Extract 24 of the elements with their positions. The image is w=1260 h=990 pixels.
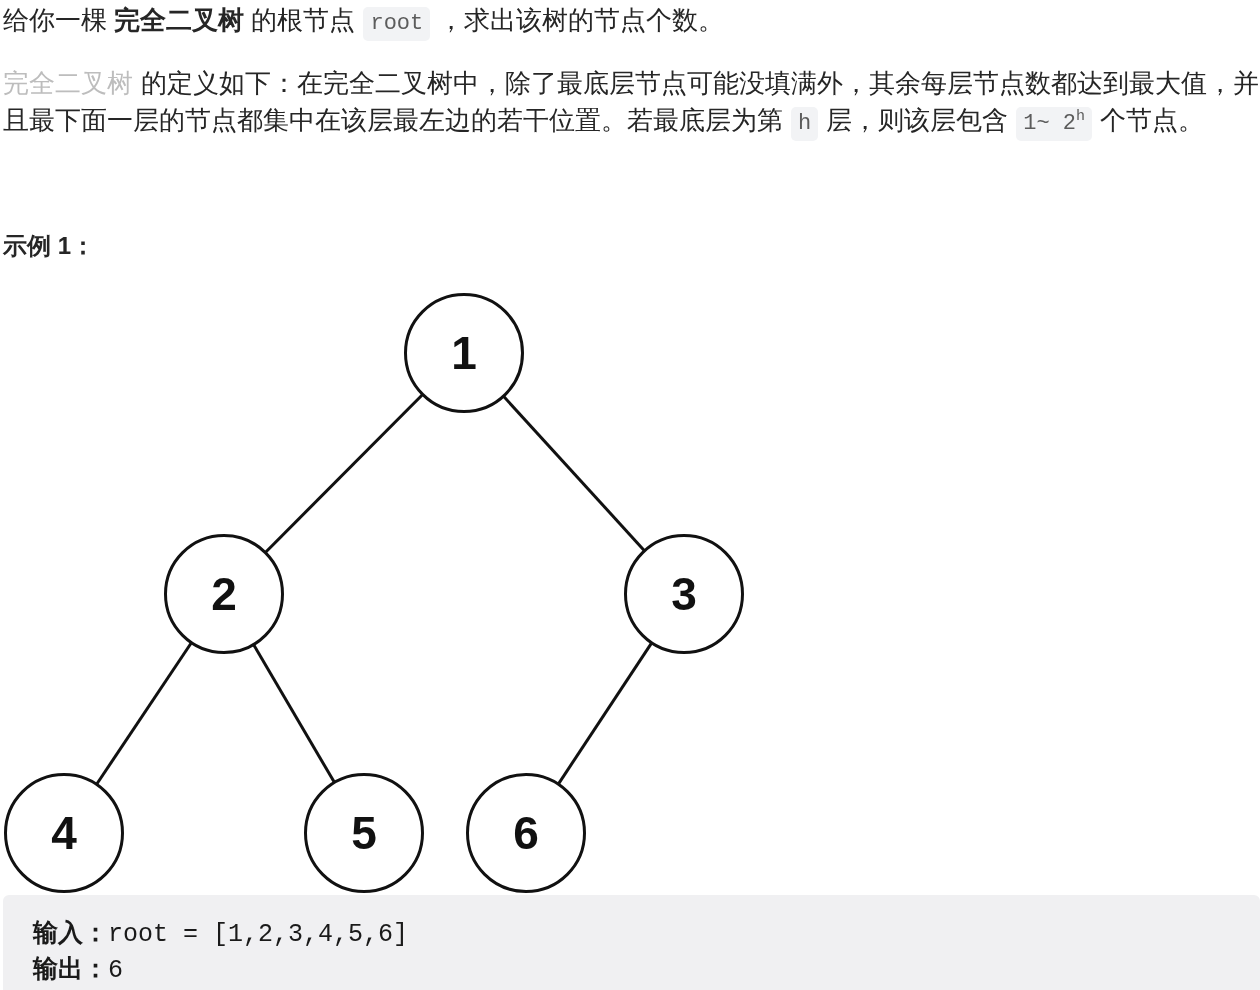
definition-text: 的定义如下：在完全二叉树中，除了最底层节点可能没填满外，其余每层节点数都达到最大值，并	[141, 68, 1259, 98]
question-text: 给你一棵 完全二叉树 的根节点	[3, 5, 356, 35]
definition-link: 完全二叉树	[3, 68, 133, 98]
tree-node: 3	[624, 534, 744, 654]
tree-edge	[95, 642, 193, 785]
tree-edge	[252, 644, 336, 783]
tree-edge	[502, 395, 646, 552]
inline-code: root	[363, 7, 431, 41]
inline-code: h	[791, 107, 819, 141]
tree-node: 5	[304, 773, 424, 893]
definition-text: 层，则该层包含	[826, 105, 1009, 135]
definition-text: 且最下面一层的节点都集中在该层最左边的若干位置。若最底层为第	[3, 105, 783, 135]
tree-edge	[264, 393, 424, 554]
inline-code: 1~ 2$^{h}$	[1016, 107, 1093, 141]
example-input-text: 输入：root = [1,2,3,4,5,6]	[33, 919, 409, 951]
example-output-text: 输出：6	[33, 955, 123, 987]
example-heading: 示例 1：	[3, 231, 95, 261]
tree-node: 6	[466, 773, 586, 893]
tree-edge	[557, 642, 653, 785]
tree-node: 2	[164, 534, 284, 654]
tree-node: 1	[404, 293, 524, 413]
tree-node: 4	[4, 773, 124, 893]
question-text: ，求出该树的节点个数。	[438, 5, 725, 35]
definition-text: 个节点。	[1100, 105, 1205, 135]
